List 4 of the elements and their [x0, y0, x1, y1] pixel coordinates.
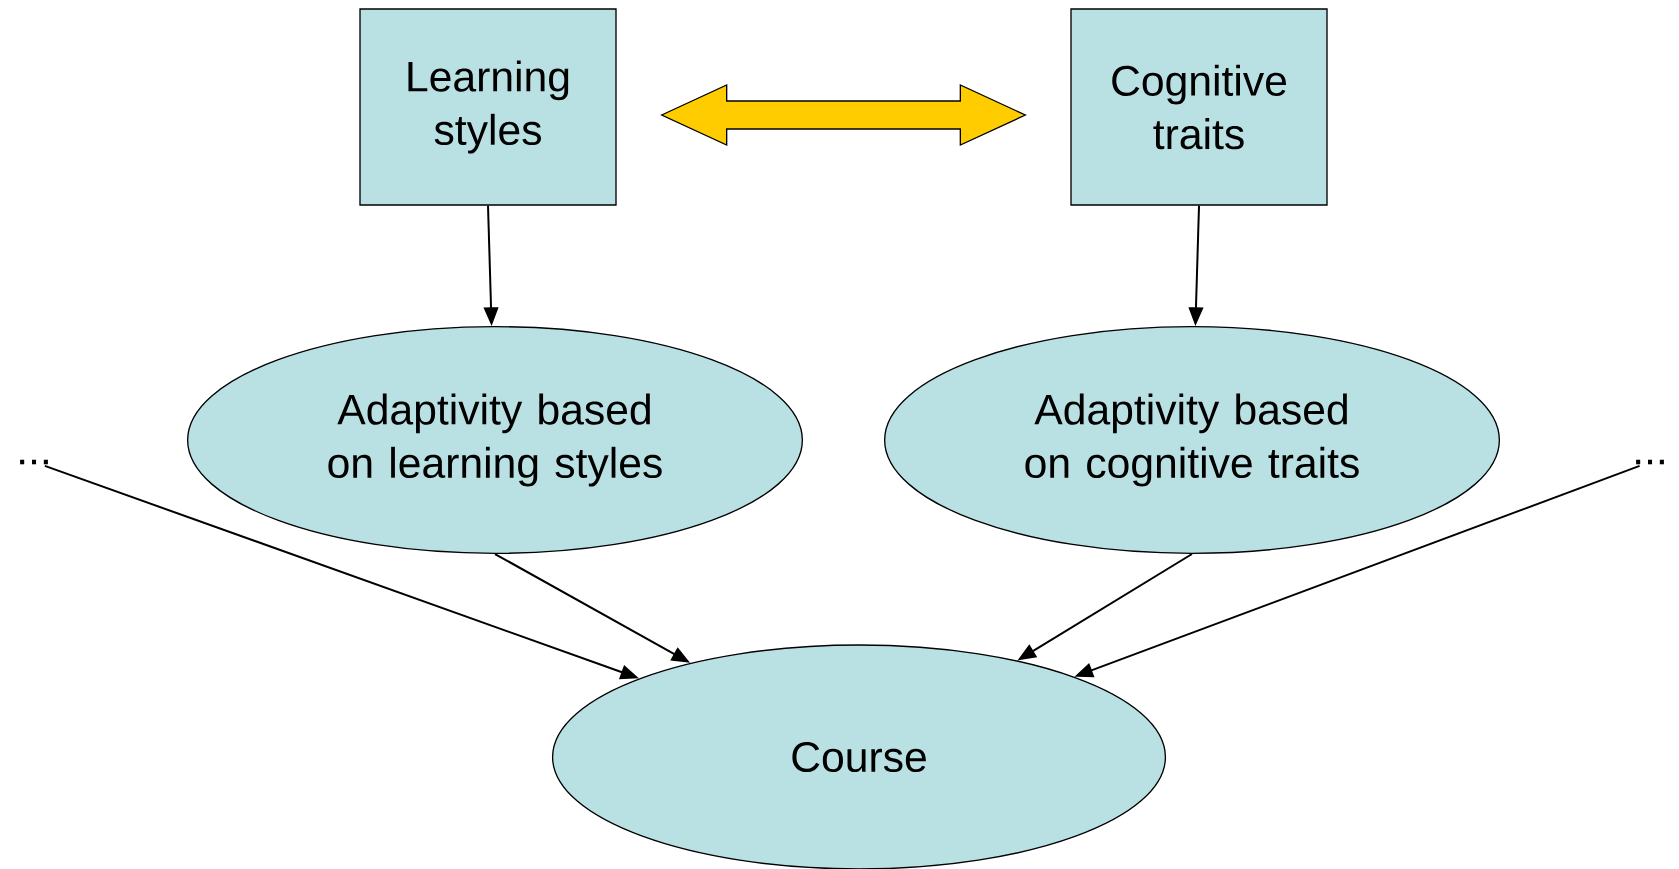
learning-styles-box: Learning styles [359, 8, 617, 206]
cognitive-traits-box: Cognitive traits [1070, 8, 1328, 206]
ellipsis-text: ... [20, 459, 48, 465]
ellipsis-text: ... [1636, 459, 1664, 465]
